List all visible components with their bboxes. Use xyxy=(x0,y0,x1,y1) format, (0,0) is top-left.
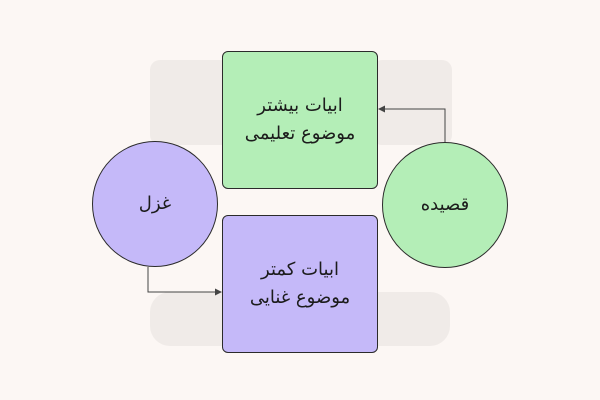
top-box-line-2: موضوع تعلیمی xyxy=(244,123,356,144)
qasideh-circle: قصیده xyxy=(382,142,508,268)
arrow-head-icon xyxy=(215,288,222,296)
top-box: ابیات بیشتر موضوع تعلیمی xyxy=(222,51,378,189)
top-box-line-1: ابیات بیشتر xyxy=(257,95,343,117)
bottom-box-line-2: موضوع غنایی xyxy=(249,287,351,308)
ghazal-label: غزل xyxy=(138,193,172,215)
arrow-head-icon xyxy=(378,105,385,113)
connector-ghazal-to-bottom-box xyxy=(147,267,218,293)
qasideh-label: قصیده xyxy=(420,194,470,216)
connector-qasideh-to-top-box xyxy=(382,108,446,142)
bottom-box-line-1: ابیات کمتر xyxy=(261,259,339,281)
bottom-box: ابیات کمتر موضوع غنایی xyxy=(222,215,378,353)
ghazal-circle: غزل xyxy=(92,141,218,267)
